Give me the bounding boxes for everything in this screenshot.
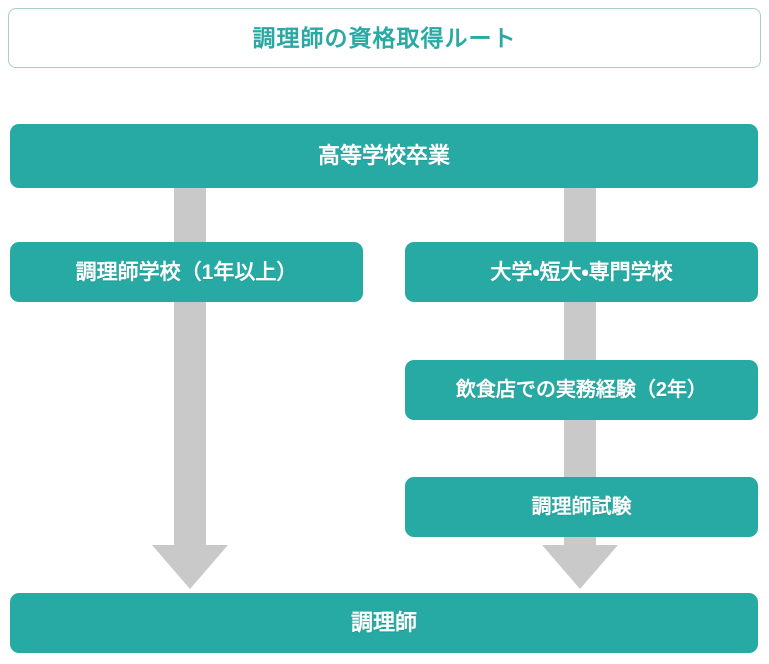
node-chef-label: 調理師: [350, 610, 417, 635]
node-exam[interactable]: 調理師試験: [405, 477, 758, 537]
node-exam-label: 調理師試験: [531, 496, 632, 518]
chart-title-text: 調理師の資格取得ルート: [252, 24, 517, 51]
node-cooking-school-label: 調理師学校（1年以上）: [75, 260, 298, 284]
node-highschool-label: 高等学校卒業: [317, 143, 450, 168]
chart-title-box: 調理師の資格取得ルート: [8, 8, 761, 68]
node-work-experience-label: 飲食店での実務経験（2年）: [455, 379, 708, 401]
node-work-experience[interactable]: 飲食店での実務経験（2年）: [405, 360, 758, 420]
node-chef[interactable]: 調理師: [10, 593, 758, 653]
node-cooking-school[interactable]: 調理師学校（1年以上）: [10, 242, 363, 302]
node-highschool[interactable]: 高等学校卒業: [10, 124, 758, 188]
node-university-label: 大学・短大・専門学校: [490, 260, 673, 284]
node-university[interactable]: 大学・短大・専門学校: [405, 242, 758, 302]
